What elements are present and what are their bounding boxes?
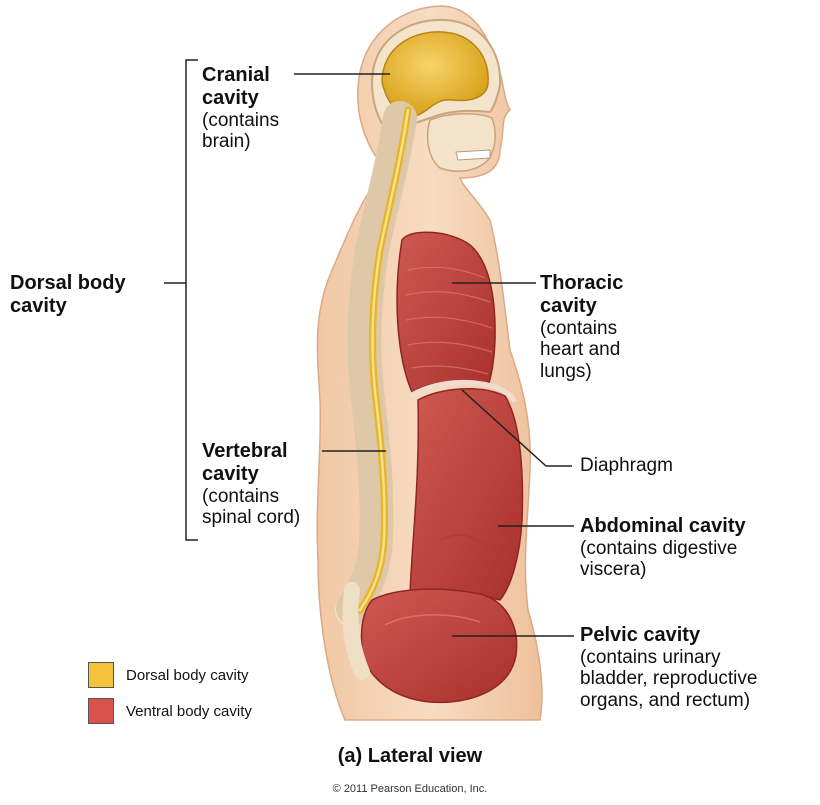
pelvic-sub-3: organs, and rectum) — [580, 690, 757, 712]
dorsal-bracket — [164, 60, 198, 540]
pelvic-cavity — [361, 589, 516, 702]
copyright-notice: © 2011 Pearson Education, Inc. — [0, 783, 820, 795]
vertebral-title-2: cavity — [202, 463, 300, 486]
cranial-sub-2: brain) — [202, 131, 279, 153]
diaphragm-label: Diaphragm — [580, 455, 673, 477]
cranial-cavity-label: Cranial cavity (contains brain) — [202, 64, 279, 153]
vertebral-cavity-label: Vertebral cavity (contains spinal cord) — [202, 440, 300, 529]
abdominal-sub-1: (contains digestive — [580, 538, 746, 560]
facial-bones — [428, 114, 496, 172]
pelvic-sub-2: bladder, reproductive — [580, 668, 757, 690]
vertebral-sub-1: (contains — [202, 486, 300, 508]
pelvic-cavity-label: Pelvic cavity (contains urinary bladder,… — [580, 624, 757, 712]
vertebral-sub-2: spinal cord) — [202, 507, 300, 529]
legend-label-ventral: Ventral body cavity — [126, 703, 252, 720]
abdominal-title-1: Abdominal cavity — [580, 515, 746, 538]
thoracic-title-1: Thoracic — [540, 272, 623, 295]
teeth — [456, 150, 490, 160]
dorsal-body-cavity-label: Dorsal body cavity — [10, 272, 126, 318]
cranial-sub-1: (contains — [202, 110, 279, 132]
vertebral-title-1: Vertebral — [202, 440, 300, 463]
abdominal-cavity — [410, 389, 522, 600]
abdominal-cavity-label: Abdominal cavity (contains digestive vis… — [580, 515, 746, 581]
thoracic-cavity-label: Thoracic cavity (contains heart and lung… — [540, 272, 623, 383]
abdominal-sub-2: viscera) — [580, 559, 746, 581]
ventral-swatch — [88, 698, 114, 724]
legend-label-dorsal: Dorsal body cavity — [126, 667, 249, 684]
pelvic-title-1: Pelvic cavity — [580, 624, 757, 647]
dorsal-swatch — [88, 662, 114, 688]
legend-item-dorsal: Dorsal body cavity — [88, 662, 249, 688]
thoracic-title-2: cavity — [540, 295, 623, 318]
cranial-title-1: Cranial — [202, 64, 279, 87]
pelvic-sub-1: (contains urinary — [580, 647, 757, 669]
cranial-title-2: cavity — [202, 87, 279, 110]
dorsal-title-2: cavity — [10, 295, 126, 318]
thoracic-cavity — [397, 232, 495, 392]
dorsal-title-1: Dorsal body — [10, 272, 126, 295]
thoracic-sub-3: lungs) — [540, 361, 623, 383]
thoracic-sub-1: (contains — [540, 318, 623, 340]
thoracic-sub-2: heart and — [540, 339, 623, 361]
legend-item-ventral: Ventral body cavity — [88, 698, 252, 724]
view-caption: (a) Lateral view — [0, 745, 820, 768]
